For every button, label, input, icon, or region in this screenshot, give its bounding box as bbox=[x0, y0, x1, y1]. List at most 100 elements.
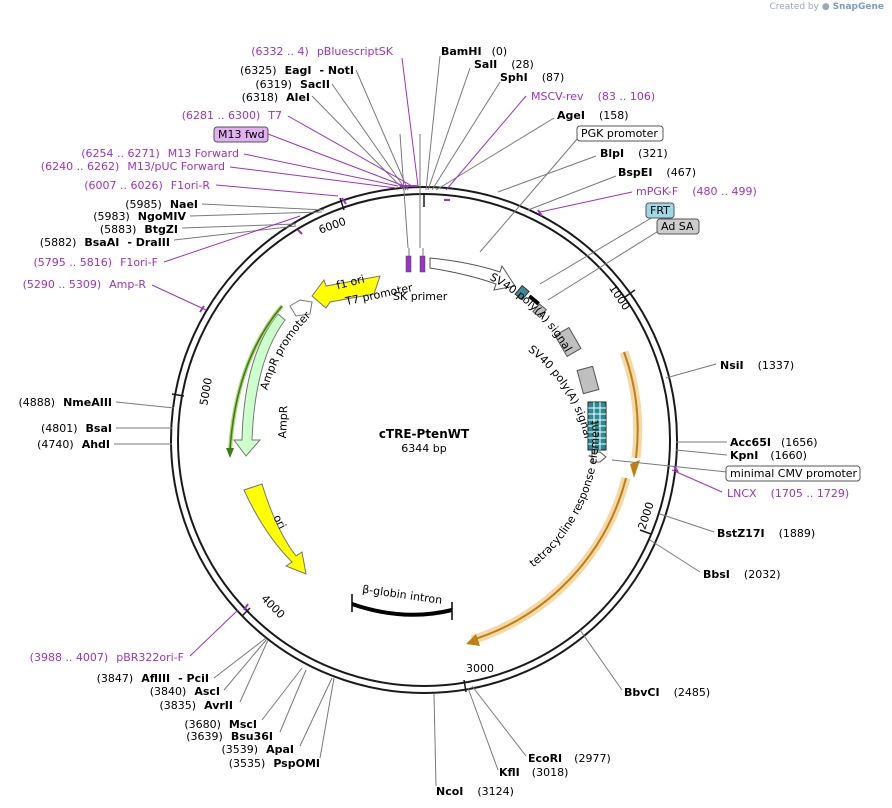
svg-text:(3988 .. 4007)pBR322ori-F: (3988 .. 4007) pBR322ori-F bbox=[30, 651, 184, 664]
site-name[interactable]: ApaI bbox=[266, 743, 294, 756]
ruler-tick-3000 bbox=[463, 679, 467, 693]
feature-ampr-promoter[interactable] bbox=[289, 299, 313, 317]
ruler-tick-6000 bbox=[339, 197, 345, 211]
feature-pgk-promoter[interactable] bbox=[429, 257, 516, 291]
site-extra[interactable]: - DraIII bbox=[127, 236, 170, 249]
svg-text:LNCX(1705 .. 1729): LNCX(1705 .. 1729) bbox=[727, 487, 849, 500]
site-name[interactable]: KpnI bbox=[730, 449, 758, 462]
ruler-tick-5000 bbox=[171, 393, 185, 397]
site-name[interactable]: Bsu36I bbox=[231, 730, 273, 743]
site-pos: (5983) bbox=[93, 210, 130, 223]
primer-range: (6007 .. 6026) bbox=[84, 179, 163, 192]
site-pos: (28) bbox=[511, 58, 534, 71]
site-pos: (0) bbox=[492, 45, 508, 58]
site-pos: (3840) bbox=[150, 685, 187, 698]
primer-name[interactable]: pBR322ori-F bbox=[116, 651, 184, 664]
site-name[interactable]: EagI bbox=[285, 64, 312, 77]
primer-name[interactable]: Amp-R bbox=[109, 278, 146, 291]
feature-ampr[interactable] bbox=[233, 313, 286, 457]
snapgene-watermark: Created by ● SnapGene bbox=[769, 2, 884, 12]
site-name[interactable]: AflIII bbox=[141, 672, 170, 685]
site-name[interactable]: BsaAI bbox=[84, 236, 119, 249]
site-name[interactable]: BspEI bbox=[618, 166, 652, 179]
site-name[interactable]: Acc65I bbox=[730, 436, 771, 449]
site-name[interactable]: AhdI bbox=[82, 438, 110, 451]
site-name[interactable]: BtgZI bbox=[144, 223, 178, 236]
site-name[interactable]: NaeI bbox=[170, 198, 198, 211]
frt-box[interactable] bbox=[645, 202, 675, 219]
site-name[interactable]: EcoRI bbox=[528, 752, 562, 765]
primer-name[interactable]: M13 Forward bbox=[168, 147, 239, 160]
site-name[interactable]: NsiI bbox=[720, 359, 744, 372]
feature-sv40-polya-1[interactable] bbox=[554, 326, 582, 358]
ad-sa-box[interactable] bbox=[656, 218, 700, 235]
site-name[interactable]: PspOMI bbox=[273, 757, 320, 770]
feature-beta-globin-intron[interactable] bbox=[351, 602, 453, 617]
site-name[interactable]: BbsI bbox=[703, 568, 730, 581]
svg-text:(6254 .. 6271)M13 Forward: (6254 .. 6271)M13 Forward bbox=[81, 147, 239, 160]
pgk-promoter-box[interactable] bbox=[576, 125, 664, 142]
plasmid-length: 6344 bp bbox=[401, 442, 446, 455]
feature-f1-ori[interactable] bbox=[311, 275, 381, 309]
feature-label-ampr: AmpR bbox=[276, 405, 290, 439]
svg-text:(6318)AleI: (6318)AleI bbox=[242, 91, 310, 104]
site-name[interactable]: BstZ17I bbox=[717, 527, 765, 540]
site-name[interactable]: BbvCI bbox=[624, 686, 660, 699]
site-name[interactable]: AleI bbox=[286, 91, 310, 104]
site-name[interactable]: SphI bbox=[500, 71, 528, 84]
feature-minimal-cmv-promoter[interactable] bbox=[591, 451, 607, 463]
site-name[interactable]: AvrII bbox=[204, 699, 233, 712]
site-name[interactable]: SalI bbox=[474, 58, 497, 71]
site-name[interactable]: NmeAIII bbox=[63, 396, 112, 409]
feature-ori[interactable] bbox=[243, 483, 307, 575]
primer-name[interactable]: M13/pUC Forward bbox=[127, 160, 225, 173]
feature-ad-sa[interactable] bbox=[532, 303, 547, 319]
primer-name[interactable]: F1ori-F bbox=[120, 256, 158, 269]
feature-tre-stripes bbox=[588, 402, 606, 450]
feature-tre-arrow-lower[interactable] bbox=[470, 476, 631, 645]
site-pos: (4740) bbox=[37, 438, 74, 451]
feature-frt[interactable] bbox=[514, 284, 530, 301]
svg-text:AgeI(158): AgeI(158) bbox=[557, 109, 629, 122]
primer-range: (3988 .. 4007) bbox=[30, 651, 109, 664]
site-extra[interactable]: - PciI bbox=[178, 672, 209, 685]
site-name[interactable]: SacII bbox=[300, 78, 330, 91]
ruler-label-1000: 1000 bbox=[606, 282, 632, 312]
svg-text:(5795 .. 5816)F1ori-F: (5795 .. 5816)F1ori-F bbox=[34, 256, 159, 269]
primer-name[interactable]: T7 bbox=[267, 109, 282, 122]
site-name[interactable]: NgoMIV bbox=[138, 210, 187, 223]
primer-range: (5290 .. 5309) bbox=[23, 278, 102, 291]
site-pos: (1660) bbox=[770, 449, 807, 462]
primer-name[interactable]: LNCX bbox=[727, 487, 757, 500]
primer-name[interactable]: mPGK-F bbox=[636, 185, 678, 198]
site-name[interactable]: AgeI bbox=[557, 109, 585, 122]
site-leaders bbox=[114, 55, 728, 787]
feature-sv40-polya-2[interactable] bbox=[576, 365, 600, 395]
svg-text:SphI(87): SphI(87) bbox=[500, 71, 564, 84]
primer-name[interactable]: pBluescriptSK bbox=[317, 45, 394, 58]
pgk-promoter-box-label: PGK promoter bbox=[581, 127, 658, 140]
site-name[interactable]: BlpI bbox=[600, 147, 624, 160]
site-name[interactable]: MscI bbox=[229, 718, 257, 731]
site-pos: (5883) bbox=[100, 223, 137, 236]
primer-name[interactable]: F1ori-R bbox=[171, 179, 211, 192]
site-pos: (3018) bbox=[532, 766, 569, 779]
svg-text:(3639)Bsu36I: (3639)Bsu36I bbox=[186, 730, 273, 743]
site-name[interactable]: BsaI bbox=[86, 422, 112, 435]
site-pos: (4888) bbox=[19, 396, 56, 409]
site-name[interactable]: NcoI bbox=[436, 785, 463, 798]
svg-text:(5883)BtgZI: (5883) BtgZI bbox=[100, 223, 178, 236]
m13-fwd-box[interactable] bbox=[213, 126, 269, 143]
site-name[interactable]: BamHI bbox=[441, 45, 482, 58]
primer-range: (83 .. 106) bbox=[598, 90, 656, 103]
minimal-cmv-box[interactable] bbox=[725, 465, 861, 482]
ruler-label-3000: 3000 bbox=[466, 662, 494, 675]
site-name[interactable]: KflI bbox=[499, 766, 520, 779]
feature-sk-primer-mark[interactable] bbox=[419, 255, 426, 273]
site-name[interactable]: AscI bbox=[194, 685, 220, 698]
svg-text:Acc65I(1656): Acc65I(1656) bbox=[730, 436, 818, 449]
primer-name[interactable]: MSCV-rev bbox=[531, 90, 584, 103]
feature-t7-promoter-mark[interactable] bbox=[405, 255, 412, 273]
site-extra[interactable]: - NotI bbox=[319, 64, 354, 77]
